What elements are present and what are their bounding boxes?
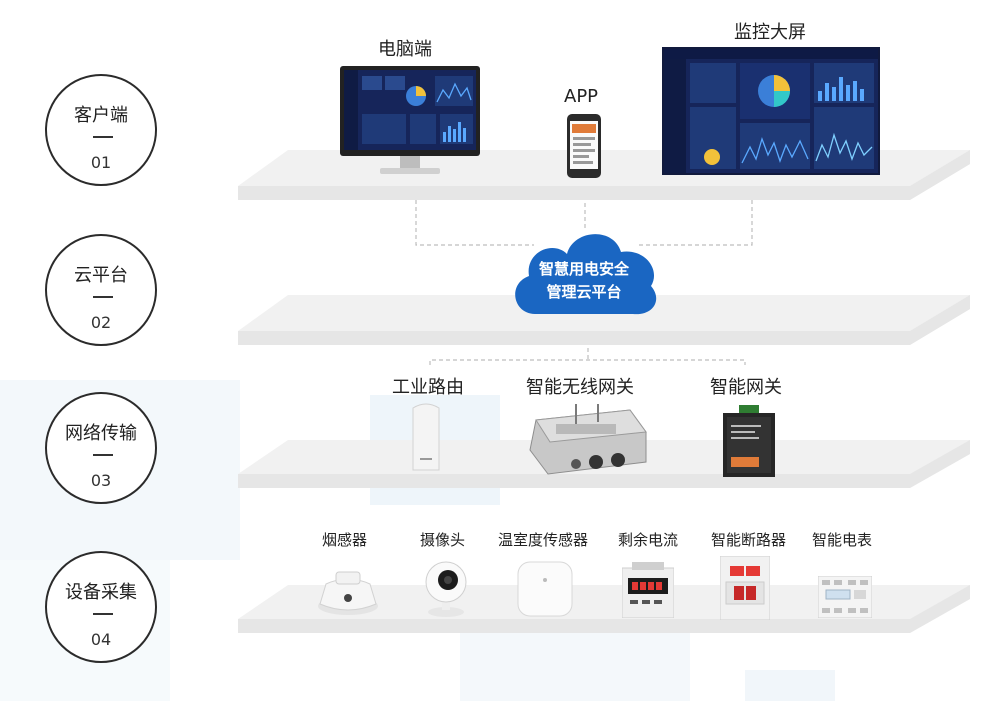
smoke-label: 烟感器 xyxy=(322,531,368,549)
pc-monitor-illustration xyxy=(340,66,480,174)
platform-edge-2 xyxy=(238,295,970,345)
background-block xyxy=(460,630,690,701)
layer-name: 云平台 xyxy=(74,265,128,286)
layer-number: 04 xyxy=(90,630,112,649)
residual-current-illustration xyxy=(622,562,674,618)
platform-edge-4 xyxy=(238,585,970,633)
residual-current-label: 剩余电流 xyxy=(618,531,679,549)
gateway-label: 智能网关 xyxy=(710,377,782,398)
smart-meter-illustration xyxy=(818,576,872,618)
meter-label: 智能电表 xyxy=(812,531,873,549)
router-illustration xyxy=(412,403,440,471)
background-block xyxy=(745,670,835,701)
phone-illustration xyxy=(567,114,601,178)
layer-cloud: 云平台 02 xyxy=(45,234,157,346)
layer-number: 01 xyxy=(90,153,112,172)
layer-dash xyxy=(93,613,113,615)
layer-number: 02 xyxy=(90,313,112,332)
connector-gateways xyxy=(429,359,746,365)
smart-breaker-illustration xyxy=(720,556,770,620)
layer-name: 网络传输 xyxy=(65,423,137,444)
smart-gateway-illustration xyxy=(723,405,775,477)
smoke-detector-illustration xyxy=(318,571,378,615)
layer-dash xyxy=(93,296,113,298)
layer-dash xyxy=(93,454,113,456)
cloud-text-line1: 智慧用电安全 xyxy=(538,260,629,278)
camera-label: 摄像头 xyxy=(420,531,466,549)
breaker-label: 智能断路器 xyxy=(711,531,787,549)
layer-name: 设备采集 xyxy=(65,582,137,603)
connector-pc-cloud xyxy=(415,200,534,246)
layer-devices: 设备采集 04 xyxy=(45,551,157,663)
layer-name: 客户端 xyxy=(74,105,128,126)
wireless-gateway-label: 智能无线网关 xyxy=(526,377,634,398)
router-label: 工业路由 xyxy=(392,377,464,398)
temp-humidity-label: 温室度传感器 xyxy=(498,531,589,549)
cloud-text-line2: 管理云平台 xyxy=(546,283,622,301)
bigscreen-label: 监控大屏 xyxy=(734,22,806,43)
bigscreen-illustration xyxy=(662,47,880,175)
layer-number: 03 xyxy=(90,471,112,490)
connector-bigscreen-cloud xyxy=(636,200,753,246)
platform-edge-3 xyxy=(238,440,970,488)
temp-humidity-sensor-illustration xyxy=(517,561,573,617)
camera-illustration xyxy=(425,561,467,617)
cloud-platform-icon xyxy=(515,234,657,315)
app-label: APP xyxy=(564,86,599,107)
wireless-gateway-illustration xyxy=(529,404,647,475)
pc-label: 电脑端 xyxy=(378,39,432,60)
platform-edge-1 xyxy=(238,150,970,200)
layer-network: 网络传输 03 xyxy=(45,392,157,504)
layer-client: 客户端 01 xyxy=(45,74,157,186)
layer-dash xyxy=(93,136,113,138)
dashed-connectors xyxy=(415,182,753,365)
